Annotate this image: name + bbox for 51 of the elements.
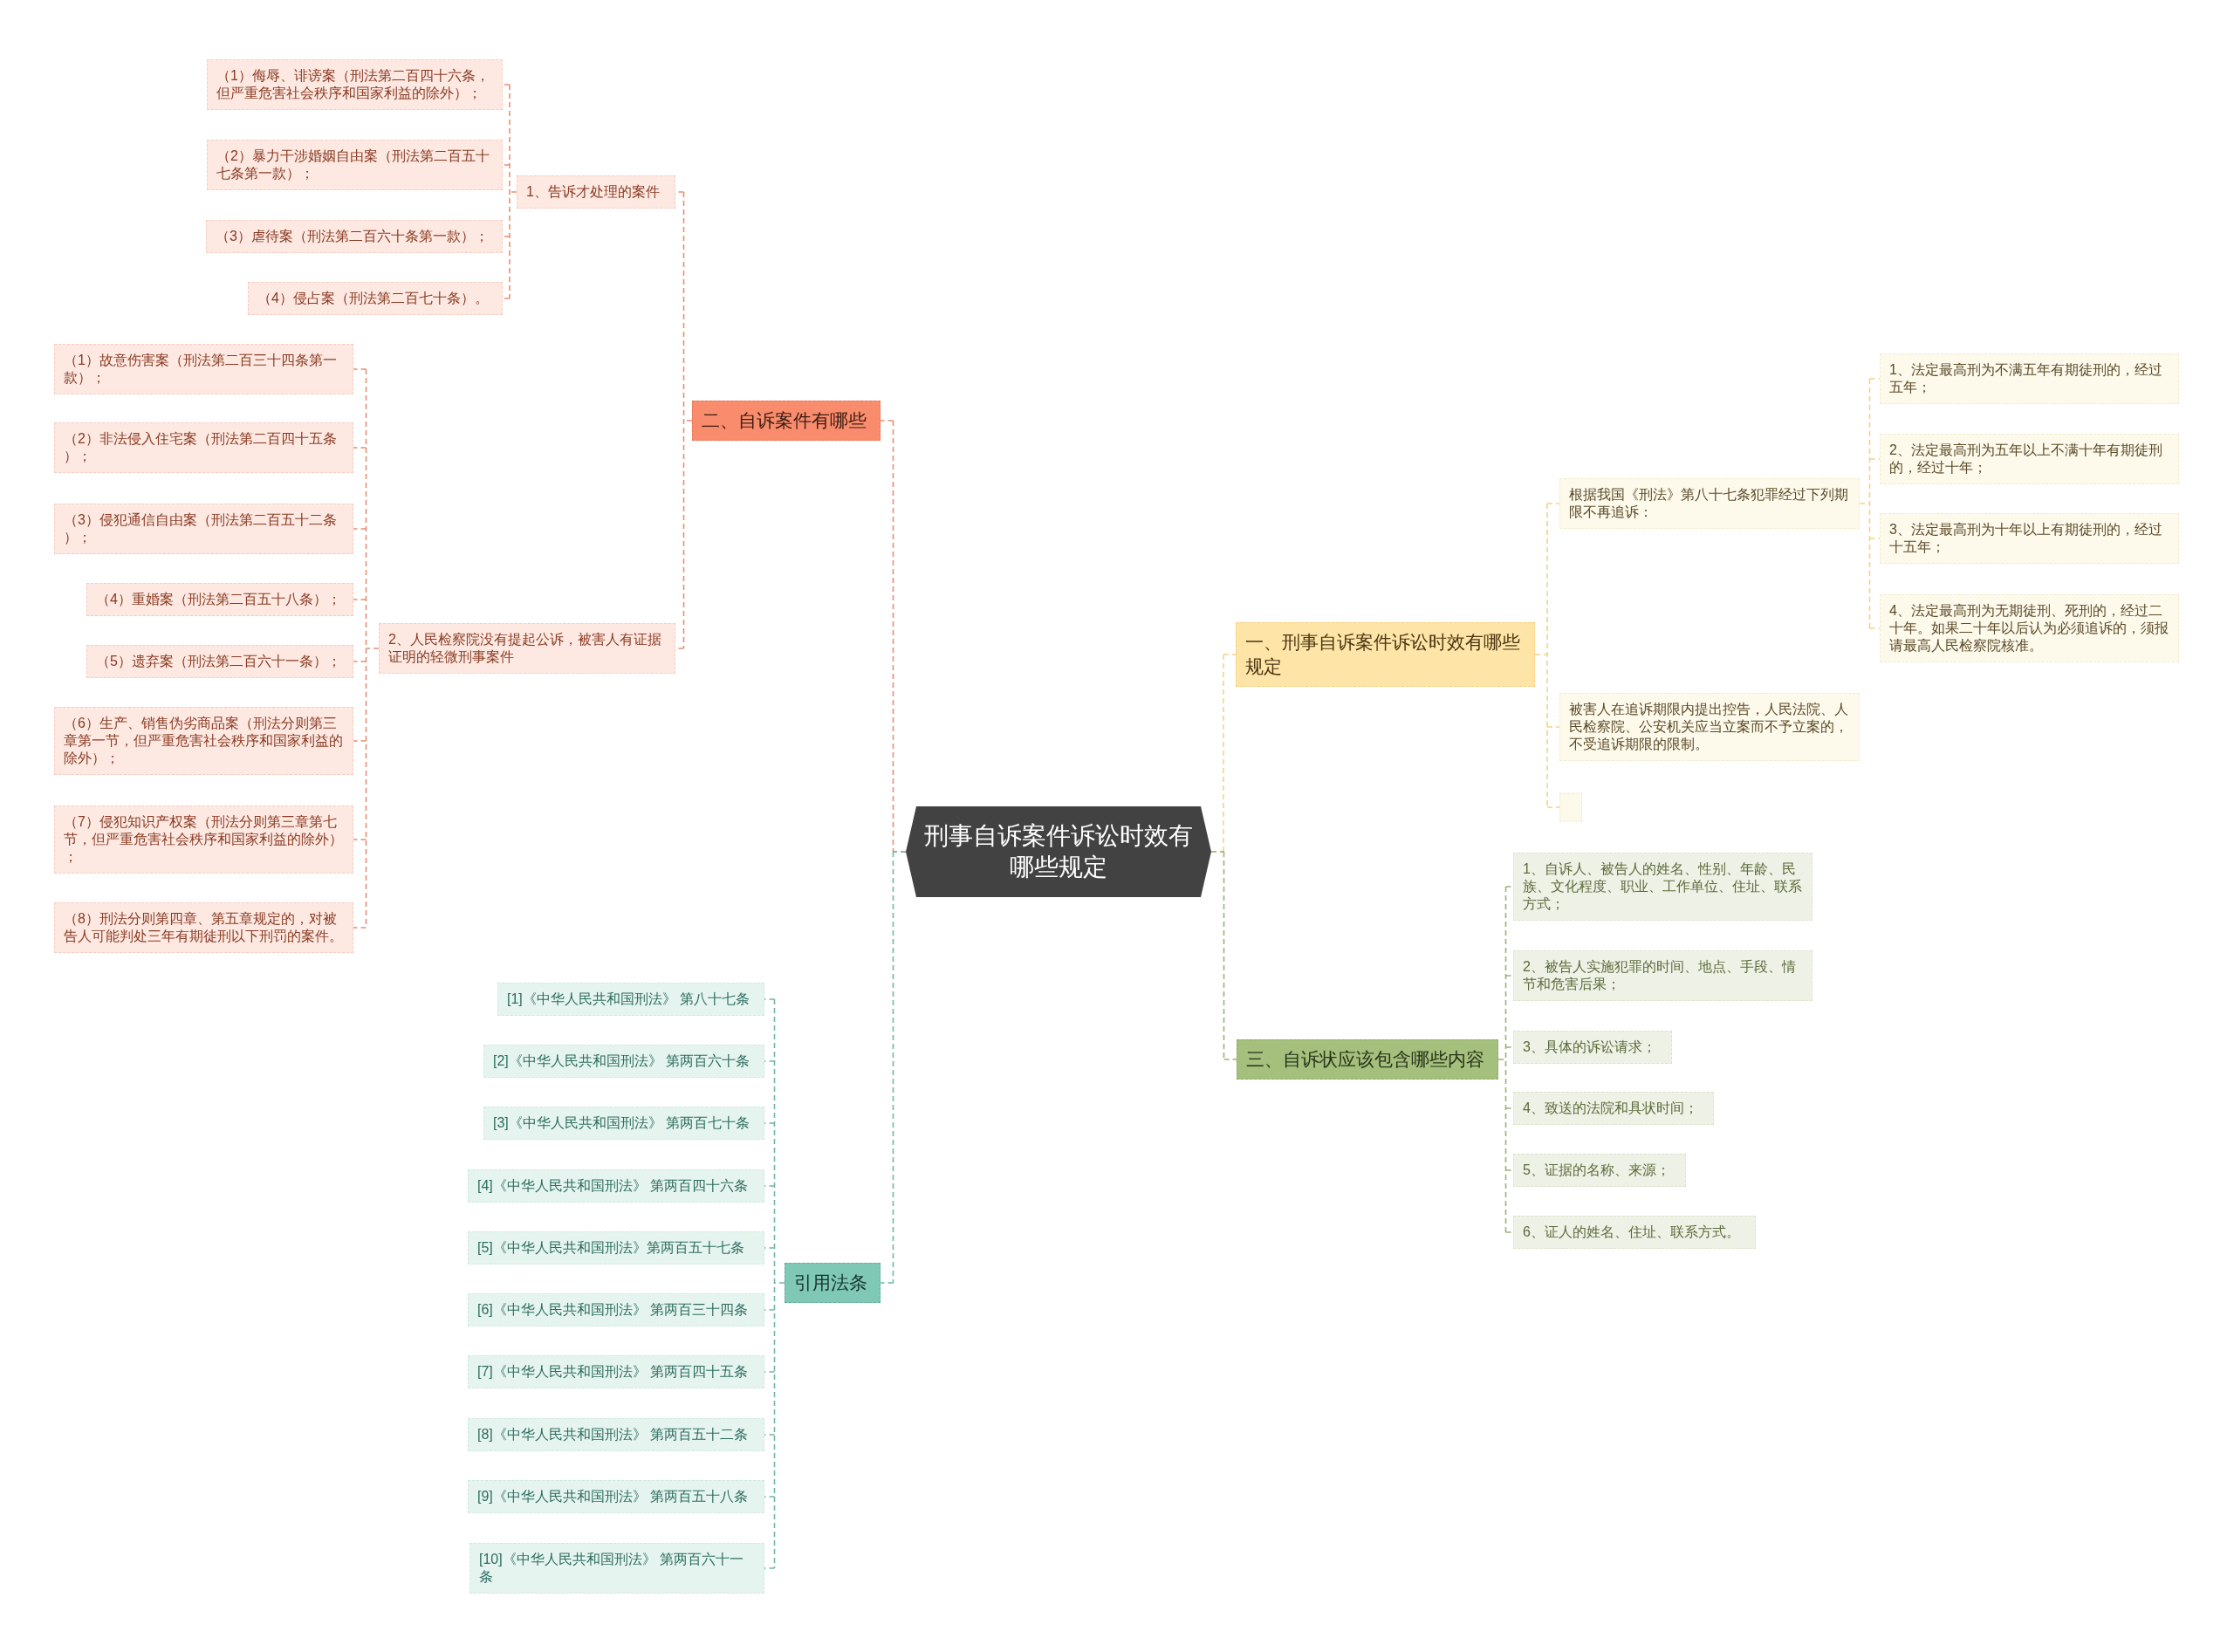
subtopic-box: [6]《中华人民共和国刑法》 第两百三十四条 [468, 1293, 764, 1326]
branch-topic: 引用法条 [785, 1263, 881, 1303]
subtopic-box: [10]《中华人民共和国刑法》 第两百六十一条 [469, 1543, 764, 1594]
subtopic-box: 1、告诉才处理的案件 [517, 175, 675, 209]
subtopic-box: [3]《中华人民共和国刑法》 第两百七十条 [483, 1107, 764, 1140]
central-title: 刑事自诉案件诉讼时效有哪些规定 [923, 821, 1194, 882]
subtopic-box: [1]《中华人民共和国刑法》 第八十七条 [497, 983, 764, 1016]
connector-line [764, 998, 785, 1569]
connector-line [1859, 378, 1881, 629]
connector-line [502, 84, 517, 299]
subtopic-box: 被害人在追诉期限内提出控告，人民法院、人民检察院、公安机关应当立案而不予立案的，不受追诉期限的限制。 [1559, 693, 1860, 761]
subtopic-box: [5]《中华人民共和国刑法》第两百五十七条 [468, 1231, 764, 1265]
subtopic-box: （2）暴力干涉婚姻自由案（刑法第二百五十七条第一款）； [207, 140, 503, 190]
connector-line [353, 368, 380, 929]
subtopic-box: （4）重婚案（刑法第二百五十八条）； [86, 583, 353, 616]
subtopic-box: （6）生产、销售伪劣商品案（刑法分则第三章第一节，但严重危害社会秩序和国家利益的除外）； [54, 707, 353, 775]
subtopic-box: [4]《中华人民共和国刑法》 第两百四十六条 [468, 1169, 764, 1203]
subtopic-box: 2、法定最高刑为五年以上不满十年有期徒刑的，经过十年； [1880, 434, 2179, 484]
subtopic-box: 3、具体的诉讼请求； [1513, 1031, 1672, 1064]
branch-topic: 一、刑事自诉案件诉讼时效有哪些规定 [1236, 622, 1535, 687]
subtopic-box: 根据我国《刑法》第八十七条犯罪经过下列期限不再追诉： [1559, 478, 1860, 529]
empty-box [1559, 792, 1582, 822]
subtopic-box: （7）侵犯知识产权案（刑法分则第三章第七节，但严重危害社会秩序和国家利益的除外）； [54, 805, 353, 874]
subtopic-box: 2、人民检察院没有提起公诉，被害人有证据证明的轻微刑事案件 [379, 623, 675, 674]
subtopic-box: （3）虐待案（刑法第二百六十条第一款）； [206, 220, 503, 253]
connector-line [880, 851, 907, 1284]
subtopic-box: 3、法定最高刑为十年以上有期徒刑的，经过十五年； [1880, 513, 2179, 564]
subtopic-box: [9]《中华人民共和国刑法》 第两百五十八条 [468, 1480, 764, 1513]
subtopic-box: （1）侮辱、诽谤案（刑法第二百四十六条，但严重危害社会秩序和国家利益的除外）； [207, 59, 503, 110]
subtopic-box: 5、证据的名称、来源； [1513, 1154, 1686, 1187]
subtopic-box: 1、法定最高刑为不满五年有期徒刑的，经过五年； [1880, 353, 2179, 404]
subtopic-box: 4、致送的法院和具状时间； [1513, 1092, 1714, 1125]
subtopic-box: （5）遗弃案（刑法第二百六十一条）； [86, 645, 353, 678]
subtopic-box: [8]《中华人民共和国刑法》 第两百五十二条 [468, 1418, 764, 1451]
connector-line [1534, 503, 1560, 808]
subtopic-box: 1、自诉人、被告人的姓名、性别、年龄、民族、文化程度、职业、工作单位、住址、联系方式； [1513, 853, 1813, 921]
subtopic-box: （4）侵占案（刑法第二百七十条）。 [248, 282, 503, 315]
subtopic-box: [2]《中华人民共和国刑法》 第两百六十条 [483, 1045, 764, 1078]
subtopic-box: 4、法定最高刑为无期徒刑、死刑的，经过二十年。如果二十年以后认为必须追诉的，须报请最高人民检察院核准。 [1880, 594, 2179, 662]
subtopic-box: [7]《中华人民共和国刑法》 第两百四十五条 [468, 1355, 764, 1388]
connector-line [1497, 886, 1514, 1233]
branch-topic: 三、自诉状应该包含哪些内容 [1237, 1039, 1498, 1080]
central-hexagon [906, 806, 1211, 897]
subtopic-box: （3）侵犯通信自由案（刑法第二百五十二条）； [54, 504, 353, 554]
branch-topic: 二、自诉案件有哪些 [692, 401, 881, 441]
subtopic-box: （1）故意伤害案（刑法第二百三十四条第一款）； [54, 344, 353, 394]
subtopic-box: 2、被告人实施犯罪的时间、地点、手段、情节和危害后果； [1513, 950, 1813, 1001]
connector-line [1210, 851, 1237, 1060]
subtopic-box: 6、证人的姓名、住址、联系方式。 [1513, 1216, 1756, 1249]
subtopic-box: （8）刑法分则第四章、第五章规定的，对被告人可能判处三年有期徒刑以下刑罚的案件。 [54, 902, 353, 953]
subtopic-box: （2）非法侵入住宅案（刑法第二百四十五条）； [54, 422, 353, 473]
